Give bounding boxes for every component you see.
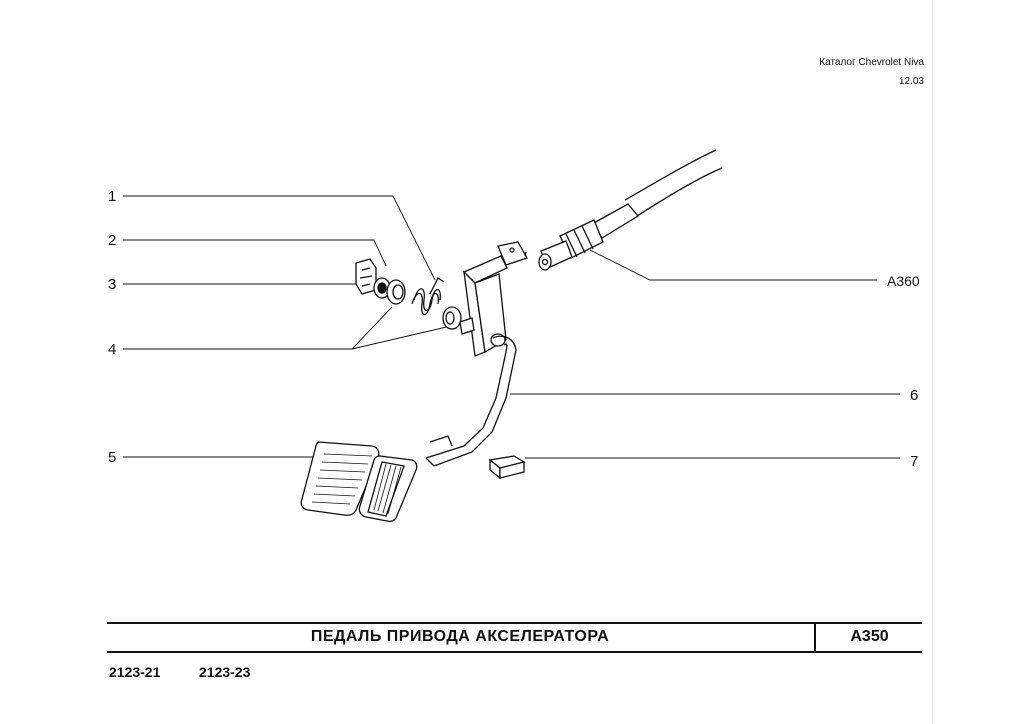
callout-6: 6 (910, 387, 919, 404)
pad-main (358, 455, 418, 523)
callout-3: 3 (108, 276, 117, 293)
pedal-pads (300, 441, 418, 523)
model-code: 2123-21 (109, 664, 161, 680)
page-title: ПЕДАЛЬ ПРИВОДА АКСЕЛЕРАТОРА (310, 628, 610, 645)
leader-1 (123, 195, 436, 281)
callout-4: 4 (108, 341, 117, 358)
title-divider (814, 624, 816, 651)
rubber-stop (488, 455, 526, 480)
title-block: ПЕДАЛЬ ПРИВОДА АКСЕЛЕРАТОРА A350 (107, 622, 922, 653)
pedal-arm (425, 241, 528, 467)
leader-4 (123, 306, 456, 350)
throttle-cable (538, 149, 723, 271)
scan-edge (932, 0, 933, 724)
small-parts (355, 258, 475, 335)
leader-2 (123, 239, 387, 267)
leader-lines (123, 195, 900, 459)
callout-2: 2 (108, 232, 117, 249)
page-code: A350 (850, 628, 889, 645)
callout-7: 7 (910, 453, 919, 470)
callout-1: 1 (108, 188, 117, 205)
catalog-date: 12.03 (898, 76, 924, 87)
model-code: 2123-23 (199, 664, 251, 680)
callout-ref-a360: A360 (887, 273, 920, 289)
catalog-name: Каталог Chevrolet Niva (819, 57, 924, 68)
leader-ref (589, 249, 877, 281)
callout-5: 5 (108, 449, 117, 466)
